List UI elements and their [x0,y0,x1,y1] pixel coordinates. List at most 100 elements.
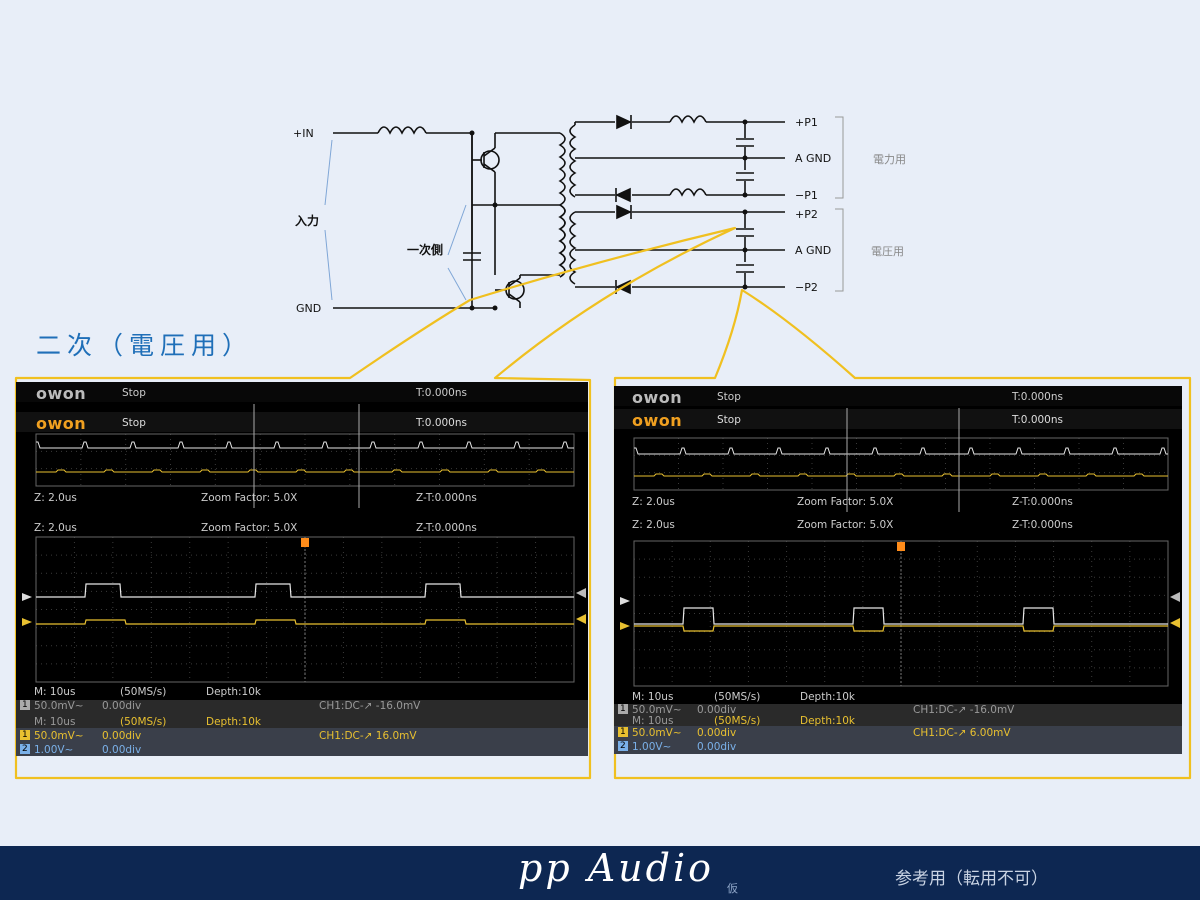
trigger-setting: CH1:DC-↗ 16.0mV [319,730,417,742]
oscilloscope-screen-2: owon Stop T:0.000ns owon Stop T:0.000ns … [614,386,1182,754]
ch2-scale: 1.00V~ [632,741,672,753]
ch2-offset: 0.00div [102,744,142,756]
status-panel-ghost [614,704,1182,726]
output-label-p1-pos: +P1 [795,116,818,129]
ch1-level-marker [620,622,630,630]
input-gnd-label: GND [296,302,321,315]
oscilloscope-screen-1: owon Stop T:0.000ns owon Stop T:0.000ns … [16,382,588,756]
top-bar [614,409,1182,429]
owon-logo-ghost: owon [36,384,87,403]
ch2-offset: 0.00div [697,741,737,753]
overview-trace-ch1 [36,469,574,473]
run-state-ghost: Stop [122,387,146,399]
circuit-diagram: +IN GND 入力 一次側 +P1 A GND −P1 +P2 A GND −… [293,114,906,315]
output-label-p2-neg: −P2 [795,281,818,294]
zoom-z-main: Z: 2.0us [34,522,77,534]
ch1-offset: 0.00div [697,727,737,739]
trigger-setting: CH1:DC-↗ 6.00mV [913,727,1011,739]
trigger-position-marker [301,538,309,547]
brand-logo: pp Audio [518,846,715,890]
sample-rate-ghost: (50MS/s) [120,716,167,728]
m-time-ghost: M: 10us [632,715,674,727]
owon-logo: owon [632,411,683,430]
depth: Depth:10k [206,686,261,698]
reference-note: 参考用（転用不可） [895,869,1048,889]
input-label: 入力 [295,213,319,228]
ch1-marker[interactable]: 1 [20,730,30,740]
ch1-scale: 50.0mV~ [632,727,682,739]
status-panel [614,726,1182,754]
overview-trace-ch1 [634,473,1168,477]
output-label-agnd-1: A GND [795,152,831,165]
trigger-position-marker [897,542,905,551]
ch2-level-marker [22,593,32,601]
m-time: M: 10us [632,691,674,703]
ch1-offset-ghost: 0.00div [697,704,737,716]
zoom-zt: Z-T:0.000ns [1012,496,1073,508]
zoom-zt-main: Z-T:0.000ns [1012,519,1073,531]
ch2-marker[interactable]: 2 [618,741,628,751]
overview-trace-ch2 [36,441,574,449]
ch1-scale-ghost: 50.0mV~ [34,700,84,712]
overview-grid [35,433,575,487]
overview-grid-border [35,433,575,487]
trigger-level-marker [576,588,586,598]
primary-side-label: 一次側 [407,242,443,257]
zoom-zt: Z-T:0.000ns [416,492,477,504]
ch1-scale: 50.0mV~ [34,730,84,742]
run-state-ghost: Stop [717,391,741,403]
trigger-time: T:0.000ns [416,417,467,429]
depth: Depth:10k [800,691,855,703]
top-bar-ghost [614,386,1182,406]
main-trace-ch2 [36,583,574,598]
depth-ghost: Depth:10k [206,716,261,728]
zoom-factor-main: Zoom Factor: 5.0X [797,519,894,531]
ch1-scale-ghost: 50.0mV~ [632,704,682,716]
zoom-z-main: Z: 2.0us [632,519,675,531]
overview-grid [633,437,1169,491]
zoom-z: Z: 2.0us [632,496,675,508]
status-panel-ghost [16,700,588,728]
owon-logo: owon [36,414,87,433]
output-label-agnd-2: A GND [795,244,831,257]
ch1-offset: 0.00div [102,730,142,742]
ch1-marker-ghost: 1 [618,704,628,714]
trigger-time-ghost: T:0.000ns [416,387,467,399]
waveform-display [22,404,586,683]
output-label-p1-neg: −P1 [795,189,818,202]
ch2-level-marker [620,597,630,605]
ch2-scale: 1.00V~ [34,744,74,756]
top-bar-ghost [16,382,588,402]
run-state[interactable]: Stop [717,414,741,426]
output-label-p2-pos: +P2 [795,208,818,221]
section-title: 二次（電圧用） [36,331,254,360]
ch2-marker[interactable]: 2 [20,744,30,754]
overview-grid-border [633,437,1169,491]
ch1-marker-ghost: 1 [20,700,30,710]
footer-bar [0,846,1200,900]
main-trace-ch1 [36,619,574,625]
overview-trace-ch2 [634,447,1168,455]
main-trace-ch2 [634,607,1168,625]
main-trace-ch1 [634,625,1168,632]
trigger-time-ghost: T:0.000ns [1012,391,1063,403]
ch1-marker[interactable]: 1 [618,727,628,737]
trigger-ghost: CH1:DC-↗ -16.0mV [319,700,421,712]
ch1-level-marker [22,618,32,626]
zoom-z: Z: 2.0us [34,492,77,504]
zoom-zt-main: Z-T:0.000ns [416,522,477,534]
trigger-level-marker-ch1 [576,614,586,624]
waveform-display [620,408,1180,687]
trigger-level-marker [1170,592,1180,602]
zoom-factor: Zoom Factor: 5.0X [201,492,298,504]
trigger-time: T:0.000ns [1012,414,1063,426]
ch1-offset-ghost: 0.00div [102,700,142,712]
run-state[interactable]: Stop [122,417,146,429]
depth-ghost: Depth:10k [800,715,855,727]
owon-logo-ghost: owon [632,388,683,407]
sample-rate: (50MS/s) [714,691,761,703]
trigger-level-marker-ch1 [1170,618,1180,628]
input-pos-label: +IN [293,127,314,140]
power-group-label: 電力用 [873,153,906,166]
status-panel [16,728,588,756]
